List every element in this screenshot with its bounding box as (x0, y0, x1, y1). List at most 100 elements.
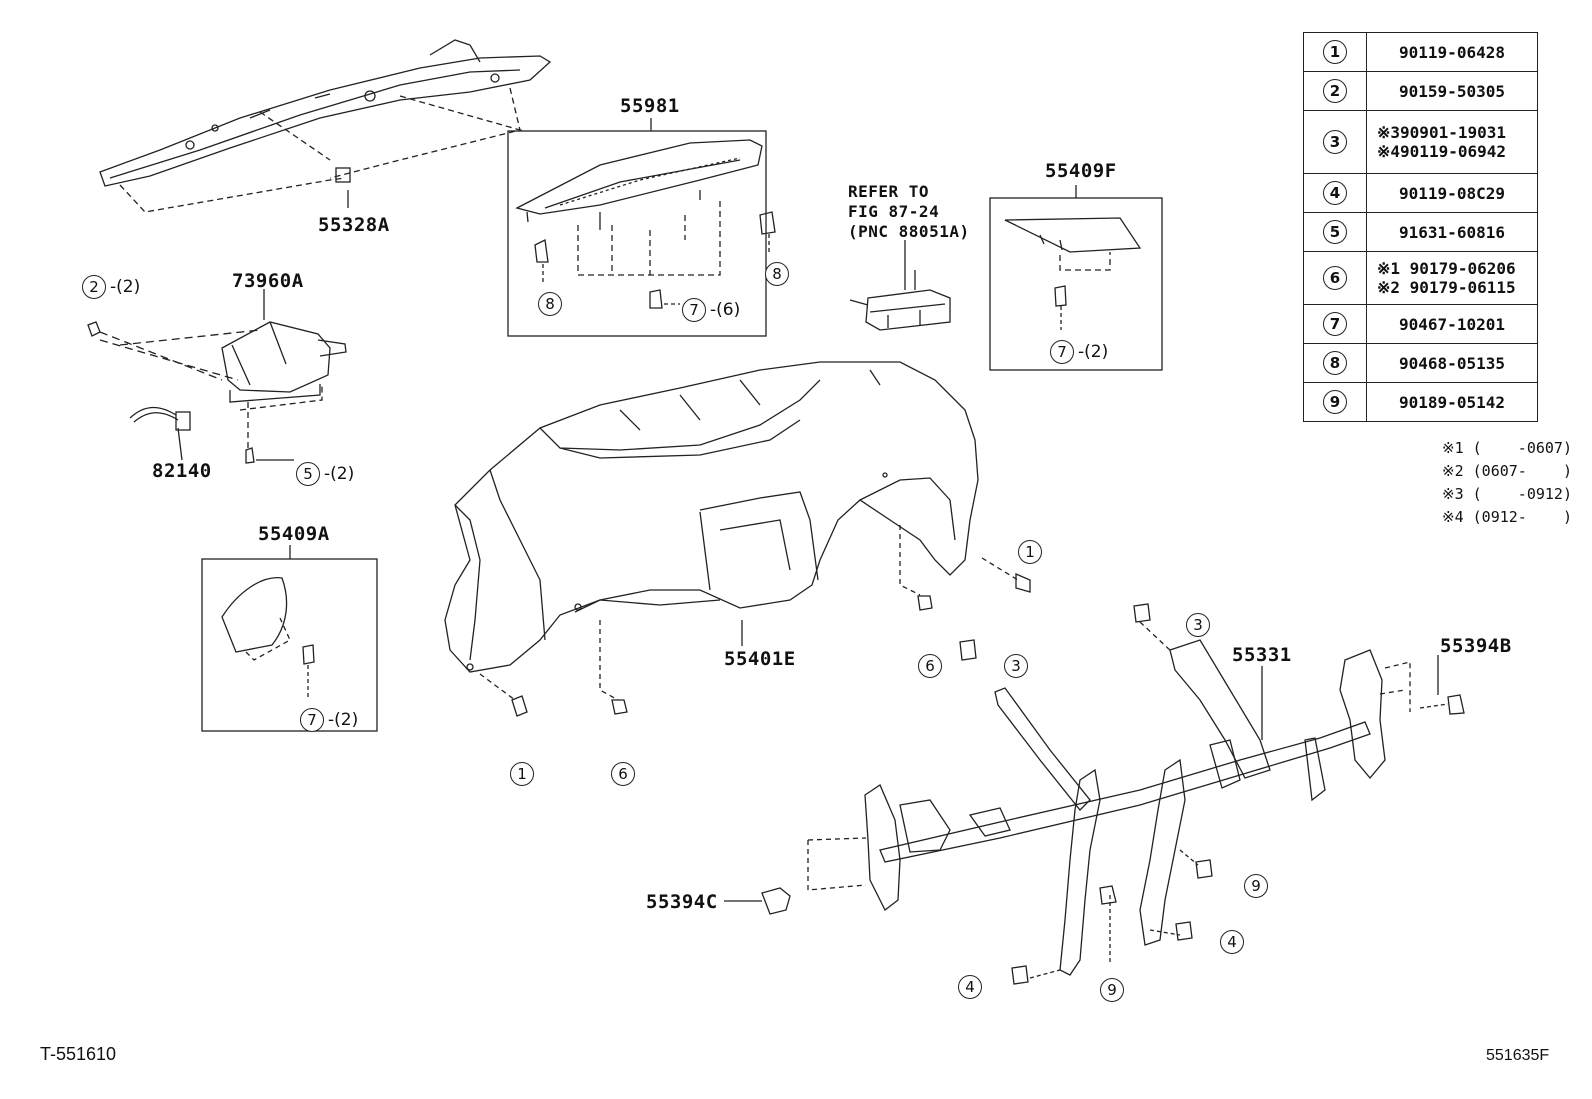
callout-number: 1 (1018, 540, 1042, 564)
callout-number: 3 (1004, 654, 1028, 678)
note-line: ※1 ( -0607) (1442, 439, 1572, 457)
part-label-82140: 82140 (152, 460, 212, 482)
part-label-55409F: 55409F (1045, 160, 1117, 182)
part-label-55394B: 55394B (1440, 635, 1512, 657)
callout-qty: -(2) (1078, 342, 1109, 362)
part-label-55331: 55331 (1232, 644, 1292, 666)
callout-number: 7 (682, 298, 706, 322)
legend-part-number: 90159-50305 (1366, 71, 1538, 111)
box-55409A (201, 558, 378, 732)
callout-4-bottom: 4 (958, 975, 982, 999)
legend-part-number: 91631-60816 (1366, 212, 1538, 252)
legend-row: 5 91631-60816 (1303, 212, 1538, 252)
part-label-55409A: 55409A (258, 523, 330, 545)
legend-row: 3 ※390901-19031※490119-06942 (1303, 110, 1538, 174)
part-label-73960A: 73960A (232, 270, 304, 292)
legend-number: 8 (1323, 351, 1347, 375)
callout-number: 4 (1220, 930, 1244, 954)
legend-part-number: 90119-08C29 (1366, 173, 1538, 213)
callout-6-right: 6 (918, 654, 942, 678)
callout-number: 7 (1050, 340, 1074, 364)
callout-8-right: 8 (765, 262, 789, 286)
legend-number: 6 (1323, 266, 1347, 290)
part-label-55981: 55981 (620, 95, 680, 117)
note-line: ※2 (0607- ) (1442, 462, 1572, 480)
legend-row: 8 90468-05135 (1303, 343, 1538, 383)
callout-number: 8 (765, 262, 789, 286)
legend-row: 9 90189-05142 (1303, 382, 1538, 422)
cover-55409A-drawing (221, 577, 315, 698)
callout-3-mid: 3 (1004, 654, 1028, 678)
refer-note: REFER TO FIG 87-24 (PNC 88051A) (848, 182, 970, 242)
fastener-legend-table: 1 90119-06428 2 90159-50305 3 ※390901-19… (1303, 32, 1538, 422)
legend-number: 4 (1323, 181, 1347, 205)
callout-qty: -(2) (110, 277, 141, 297)
defroster-nozzle-drawing (515, 139, 776, 309)
callout-8-left: 8 (538, 292, 562, 316)
callout-number: 2 (82, 275, 106, 299)
callout-number: 9 (1100, 978, 1124, 1002)
legend-row: 4 90119-08C29 (1303, 173, 1538, 213)
legend-number: 3 (1323, 130, 1347, 154)
callout-1-left: 1 (510, 762, 534, 786)
legend-part-number: 90467-10201 (1366, 304, 1538, 344)
part-label-55328A: 55328A (318, 214, 390, 236)
legend-number: 7 (1323, 312, 1347, 336)
callout-number: 7 (300, 708, 324, 732)
refer-note-line: (PNC 88051A) (848, 222, 970, 241)
legend-part-number: 90189-05142 (1366, 382, 1538, 422)
panel-55409F-drawing (1004, 217, 1142, 330)
module-88051A-drawing (865, 240, 951, 331)
fastener-drawings (511, 573, 1465, 985)
legend-number: 9 (1323, 390, 1347, 414)
callout-7-55981: 7-(6) (682, 298, 740, 322)
refer-note-line: FIG 87-24 (848, 202, 940, 221)
legend-number: 5 (1323, 220, 1347, 244)
callout-5: 5-(2) (296, 462, 354, 486)
legend-row: 1 90119-06428 (1303, 32, 1538, 72)
callout-number: 1 (510, 762, 534, 786)
callout-qty: -(2) (324, 464, 355, 484)
date-range-notes: ※1 ( -0607) ※2 (0607- ) ※3 ( -0912) ※4 (… (1442, 437, 1572, 529)
legend-part-number: ※390901-19031 (1377, 123, 1506, 142)
legend-part-number: 90119-06428 (1366, 32, 1538, 72)
callout-1-right: 1 (1018, 540, 1042, 564)
illustration-code-left: T-551610 (40, 1044, 117, 1064)
instrument-panel-55401E-drawing (444, 361, 1019, 701)
callout-number: 4 (958, 975, 982, 999)
legend-row: 6 ※1 90179-06206※2 90179-06115 (1303, 251, 1538, 305)
legend-part-number: 90468-05135 (1366, 343, 1538, 383)
callout-qty: -(2) (328, 710, 359, 730)
callout-number: 9 (1244, 874, 1268, 898)
callout-6-left: 6 (611, 762, 635, 786)
note-line: ※4 (0912- ) (1442, 508, 1572, 526)
callout-number: 8 (538, 292, 562, 316)
legend-part-number: ※1 90179-06206 (1377, 259, 1516, 278)
airbag-73960A-drawing (87, 321, 347, 464)
callout-9-right: 9 (1244, 874, 1268, 898)
legend-row: 2 90159-50305 (1303, 71, 1538, 111)
wire-82140-drawing (129, 406, 191, 431)
reinforcement-55331-drawing (807, 621, 1411, 979)
legend-row: 7 90467-10201 (1303, 304, 1538, 344)
callout-number: 6 (918, 654, 942, 678)
callout-qty: -(6) (710, 300, 741, 320)
part-label-55394C: 55394C (646, 891, 718, 913)
legend-part-number: ※2 90179-06115 (1377, 278, 1516, 297)
legend-number: 1 (1323, 40, 1347, 64)
callout-number: 6 (611, 762, 635, 786)
refer-note-line: REFER TO (848, 182, 930, 201)
note-line: ※3 ( -0912) (1442, 485, 1572, 503)
illustration-code-right: 551635F (1486, 1047, 1550, 1064)
callout-number: 5 (296, 462, 320, 486)
callout-number: 3 (1186, 613, 1210, 637)
callout-7-55409A: 7-(2) (300, 708, 358, 732)
callout-9-bottom: 9 (1100, 978, 1124, 1002)
callout-4-right: 4 (1220, 930, 1244, 954)
callout-3-upper: 3 (1186, 613, 1210, 637)
legend-part-number: ※490119-06942 (1377, 142, 1506, 161)
dash-upper-retainer-drawing (99, 39, 552, 213)
callout-7-55409F: 7-(2) (1050, 340, 1108, 364)
part-label-55401E: 55401E (724, 648, 796, 670)
